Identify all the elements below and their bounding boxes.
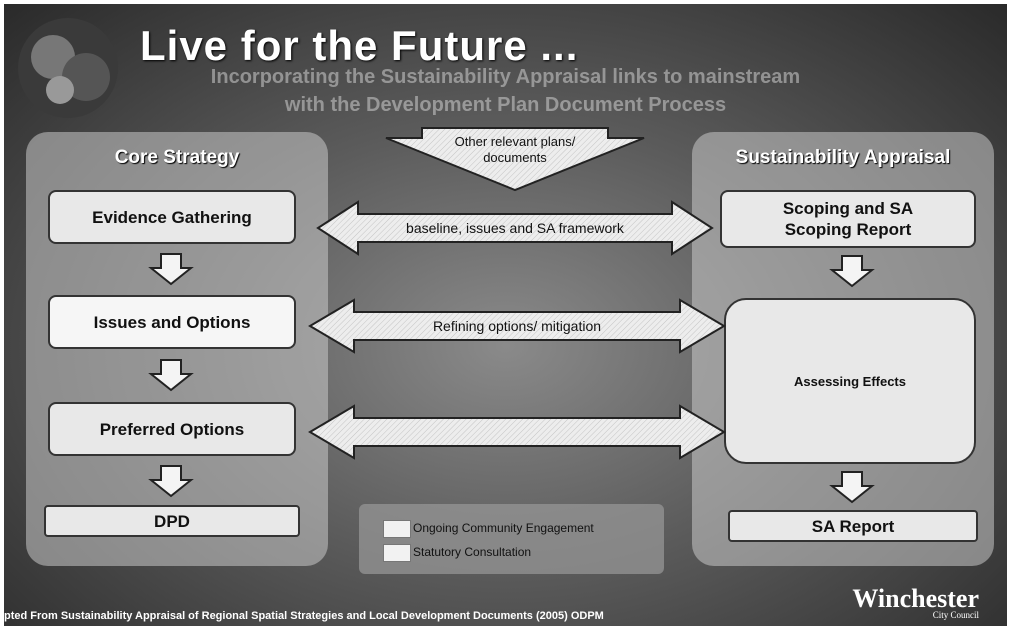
winchester-logo: Winchester City Council	[852, 584, 979, 620]
scoping-report-box: Scoping and SA Scoping Report	[720, 190, 976, 248]
assessing-effects-label: Assessing Effects	[794, 373, 906, 389]
sustainability-appraisal-title: Sustainability Appraisal	[735, 147, 951, 168]
core-strategy-title: Core Strategy	[114, 147, 240, 168]
other-plans-label-line2: documents	[483, 150, 547, 165]
down-arrow-4	[829, 255, 875, 288]
refining-link-label: Refining options/ mitigation	[433, 318, 601, 334]
slide-subtitle-line2: with the Development Plan Document Proce…	[284, 94, 727, 116]
down-arrow-3	[148, 465, 194, 498]
slide: Live for the Future ... Incorporating th…	[4, 4, 1007, 626]
legend-label-consultation: Statutory Consultation	[413, 545, 532, 559]
evidence-gathering-label: Evidence Gathering	[92, 207, 252, 227]
legend-swatch-consultation	[383, 544, 411, 562]
scoping-report-label: Scoping and SA Scoping Report	[782, 199, 914, 239]
legend-label-engagement: Ongoing Community Engagement	[413, 521, 594, 535]
down-arrow-5	[829, 471, 875, 504]
preferred-options-box: Preferred Options	[48, 402, 296, 456]
slide-title: Live for the Future ...	[140, 22, 579, 69]
refining-link-arrow	[308, 298, 726, 354]
diagram-arrows: Other relevant plans/ documents baseline…	[148, 127, 875, 504]
preferred-link-arrow	[308, 404, 726, 460]
legend-swatch-engagement	[383, 520, 411, 538]
emblem-icon	[8, 12, 128, 124]
issues-options-box: Issues and Options	[48, 295, 296, 349]
preferred-options-label: Preferred Options	[99, 419, 245, 439]
dpd-label: DPD	[154, 511, 190, 531]
source-citation: pted From Sustainability Appraisal of Re…	[4, 610, 604, 622]
dpd-box: DPD	[44, 505, 300, 537]
baseline-link-arrow	[316, 200, 714, 256]
down-arrow-1	[148, 253, 194, 286]
other-plans-arrow	[385, 127, 645, 192]
issues-options-label: Issues and Options	[93, 312, 251, 332]
down-arrow-2	[148, 359, 194, 392]
legend: Ongoing Community Engagement Statutory C…	[359, 504, 664, 574]
other-plans-label-line1: Other relevant plans/	[455, 134, 576, 149]
logo-name: Winchester	[852, 584, 979, 613]
baseline-link-label: baseline, issues and SA framework	[406, 220, 625, 236]
sa-report-label: SA Report	[811, 516, 895, 536]
evidence-gathering-box: Evidence Gathering	[48, 190, 296, 244]
assessing-effects-box: Assessing Effects	[724, 298, 976, 464]
slide-subtitle-line1: Incorporating the Sustainability Apprais…	[210, 66, 801, 88]
sa-report-box: SA Report	[728, 510, 978, 542]
logo-sub: City Council	[932, 610, 979, 620]
